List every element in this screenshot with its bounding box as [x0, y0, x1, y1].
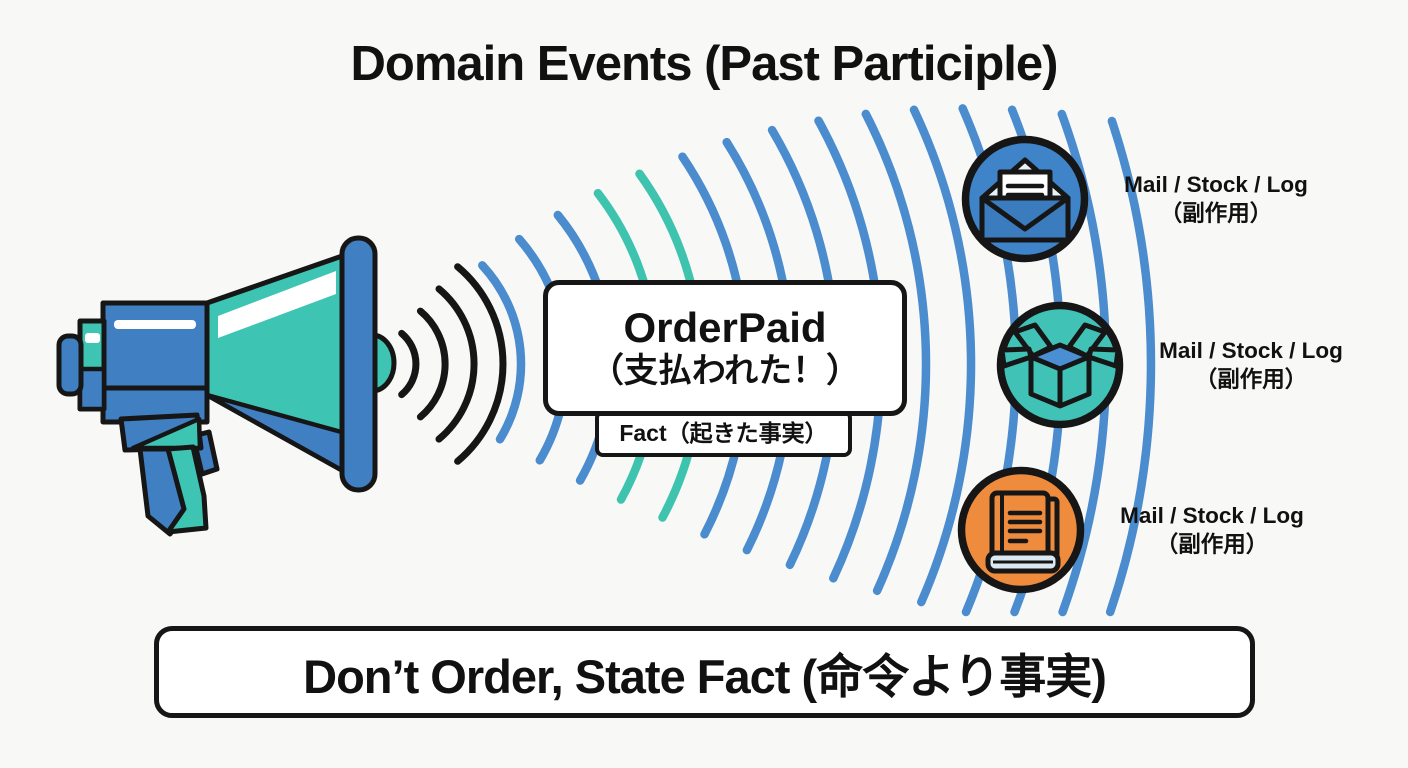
page-title: Domain Events (Past Participle): [350, 37, 1059, 91]
sound-wave-arc: [1105, 116, 1156, 617]
megaphone-mid-highlight: [85, 333, 100, 343]
sound-wave-arc: [861, 109, 931, 596]
stock-box-icon: [996, 301, 1124, 429]
event-name-ja: （支払われた！）: [589, 351, 861, 390]
megaphone-end-cap: [56, 333, 84, 397]
receiver-stock: Mail / Stock / Log （副作用）: [995, 300, 1363, 430]
receiver-sublabel: （副作用）: [1159, 201, 1273, 226]
sound-wave-arc: [435, 285, 478, 443]
megaphone-rim: [339, 235, 378, 493]
receiver-mail-labels: Mail / Stock / Log （副作用）: [1104, 170, 1328, 228]
receiver-log-labels: Mail / Stock / Log （副作用）: [1100, 501, 1324, 559]
log-book-icon: [957, 466, 1085, 594]
event-name: OrderPaid: [623, 303, 827, 351]
mail-icon: [961, 135, 1089, 263]
receiver-stock-labels: Mail / Stock / Log （副作用）: [1139, 336, 1363, 394]
megaphone-body-highlight: [114, 320, 196, 329]
receiver-mail: Mail / Stock / Log （副作用）: [960, 134, 1328, 264]
megaphone-grip-teal: [165, 444, 209, 535]
sound-wave-arc: [398, 329, 420, 399]
bottom-banner: Don’t Order, State Fact (命令より事実): [154, 626, 1255, 718]
receiver-label: Mail / Stock / Log: [1159, 338, 1343, 363]
sound-wave-arc: [478, 261, 526, 444]
receiver-sublabel: （副作用）: [1194, 367, 1308, 392]
fact-label-box: Fact（起きた事実）: [595, 410, 852, 457]
megaphone-icon: [56, 235, 397, 537]
banner-text: Don’t Order, State Fact (命令より事実): [303, 649, 1107, 703]
fact-label: Fact（起きた事実）: [619, 420, 828, 446]
receiver-label: Mail / Stock / Log: [1120, 503, 1304, 528]
sound-wave-arc: [909, 105, 976, 607]
receiver-log: Mail / Stock / Log （副作用）: [956, 465, 1324, 595]
megaphone-horn-highlight: [218, 271, 336, 338]
sound-wave-arc: [454, 263, 507, 465]
receiver-sublabel: （副作用）: [1155, 532, 1269, 557]
receiver-label: Mail / Stock / Log: [1124, 172, 1308, 197]
megaphone-body: [100, 300, 210, 393]
sound-wave-arc: [416, 307, 449, 421]
event-box: OrderPaid （支払われた！）: [543, 280, 907, 416]
megaphone-mid-section-lower: [77, 366, 107, 412]
sound-waves-black-icon: [398, 263, 507, 465]
